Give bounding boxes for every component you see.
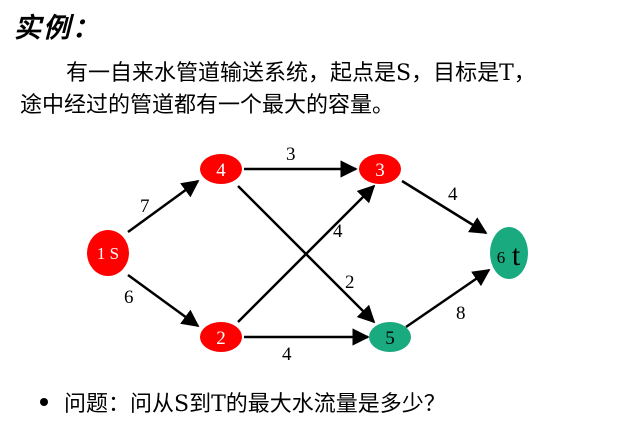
edge-5-6 (405, 268, 491, 329)
question-text: 问题：问从S到T的最大水流量是多少？ (64, 392, 446, 417)
edge-3-6 (401, 179, 488, 235)
capacity-label-1-4: 7 (140, 196, 150, 217)
node-6-shape (490, 227, 528, 279)
capacity-label-4-5: 2 (345, 272, 355, 293)
edge-1-4 (127, 179, 200, 234)
node-2: 2 (200, 322, 242, 352)
node-1-source: 1 S (87, 230, 129, 276)
node-4-label: 4 (216, 160, 226, 181)
capacity-label-3-6: 4 (448, 184, 458, 205)
node-4-shape (200, 154, 242, 184)
intro-line-1: 有一自来水管道输送系统，起点是S，目标是T， (66, 61, 536, 86)
node-5-label: 5 (385, 328, 395, 349)
node-3-label: 3 (375, 160, 385, 181)
capacity-label-2-3: 4 (333, 221, 343, 242)
node-6-sink: 6 t (490, 227, 528, 279)
node-1-label: 1 S (97, 244, 119, 263)
node-5-shape (369, 322, 411, 352)
capacity-label-1-2: 6 (124, 287, 134, 308)
edge-1-2 (127, 273, 200, 328)
node-3-shape (359, 154, 401, 184)
node-2-shape (200, 322, 242, 352)
capacity-label-2-5: 4 (282, 344, 292, 365)
node-6-letter: t (512, 239, 521, 272)
capacity-label-4-3: 3 (286, 144, 296, 165)
node-6-number: 6 (497, 248, 506, 267)
intro-paragraph: 有一自来水管道输送系统，起点是S，目标是T， 途中经过的管道都有一个最大的容量。 (20, 58, 626, 122)
node-2-label: 2 (216, 328, 226, 349)
node-5: 5 (369, 322, 411, 352)
node-4: 4 (200, 154, 242, 184)
node-1-shape (87, 230, 129, 276)
question: 问题：问从S到T的最大水流量是多少？ (40, 386, 446, 418)
intro-line-2: 途中经过的管道都有一个最大的容量。 (20, 93, 395, 118)
heading: 实例： (14, 13, 101, 44)
bullet-icon (40, 398, 48, 406)
capacity-label-5-6: 8 (456, 303, 466, 324)
node-3: 3 (359, 154, 401, 184)
edge-2-3 (237, 184, 376, 323)
